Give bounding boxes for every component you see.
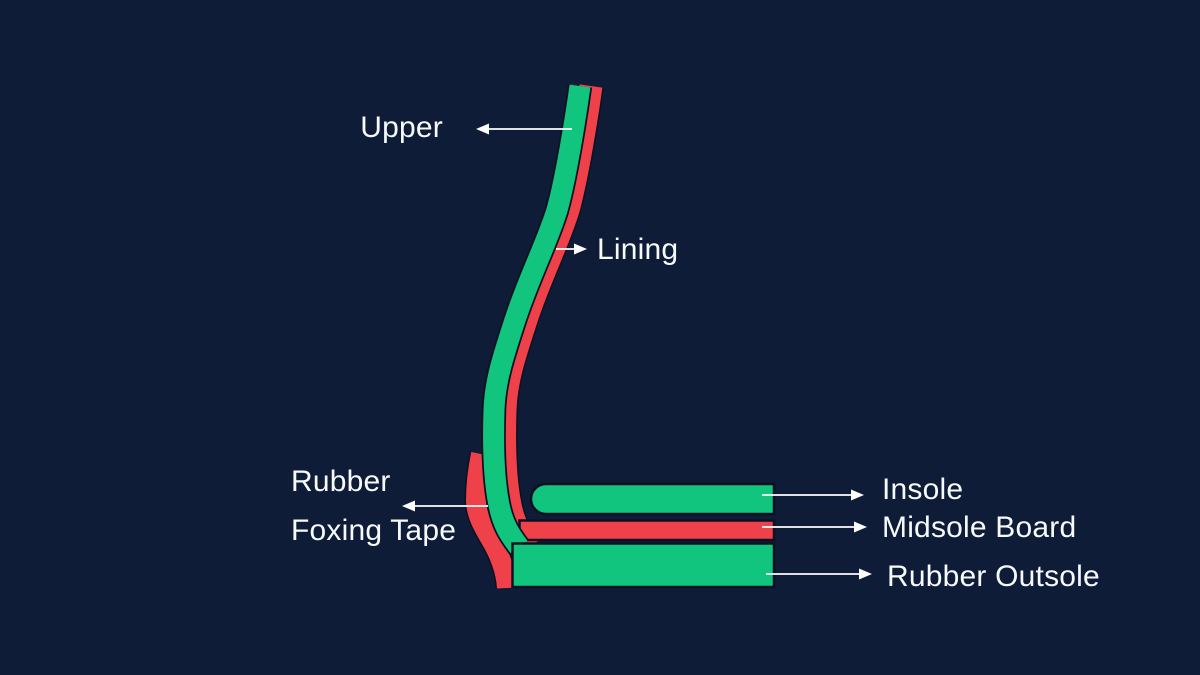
rubber-foxing-tape-label-line2: Foxing Tape (291, 514, 457, 547)
lining-label: Lining (597, 233, 679, 266)
rubber-foxing-tape-label-line1: Rubber (291, 465, 391, 498)
insole-shape (529, 482, 776, 516)
upper-label: Upper (360, 111, 443, 144)
insole-arrow (762, 489, 864, 501)
rubber-outsole-shape (511, 542, 776, 589)
upper-shape (483, 84, 591, 554)
foxing-tape-shape (465, 452, 517, 589)
upper-arrow (476, 123, 572, 135)
rubber-outsole-arrow (766, 568, 872, 580)
midsole-board-arrow (762, 521, 867, 533)
midsole-board-label: Midsole Board (882, 511, 1077, 544)
foxing-tape-arrow (402, 500, 488, 512)
rubber-outsole-label: Rubber Outsole (887, 560, 1100, 593)
midsole-board-shape (518, 519, 776, 542)
insole-label: Insole (882, 473, 964, 506)
lining-arrow (556, 243, 587, 255)
